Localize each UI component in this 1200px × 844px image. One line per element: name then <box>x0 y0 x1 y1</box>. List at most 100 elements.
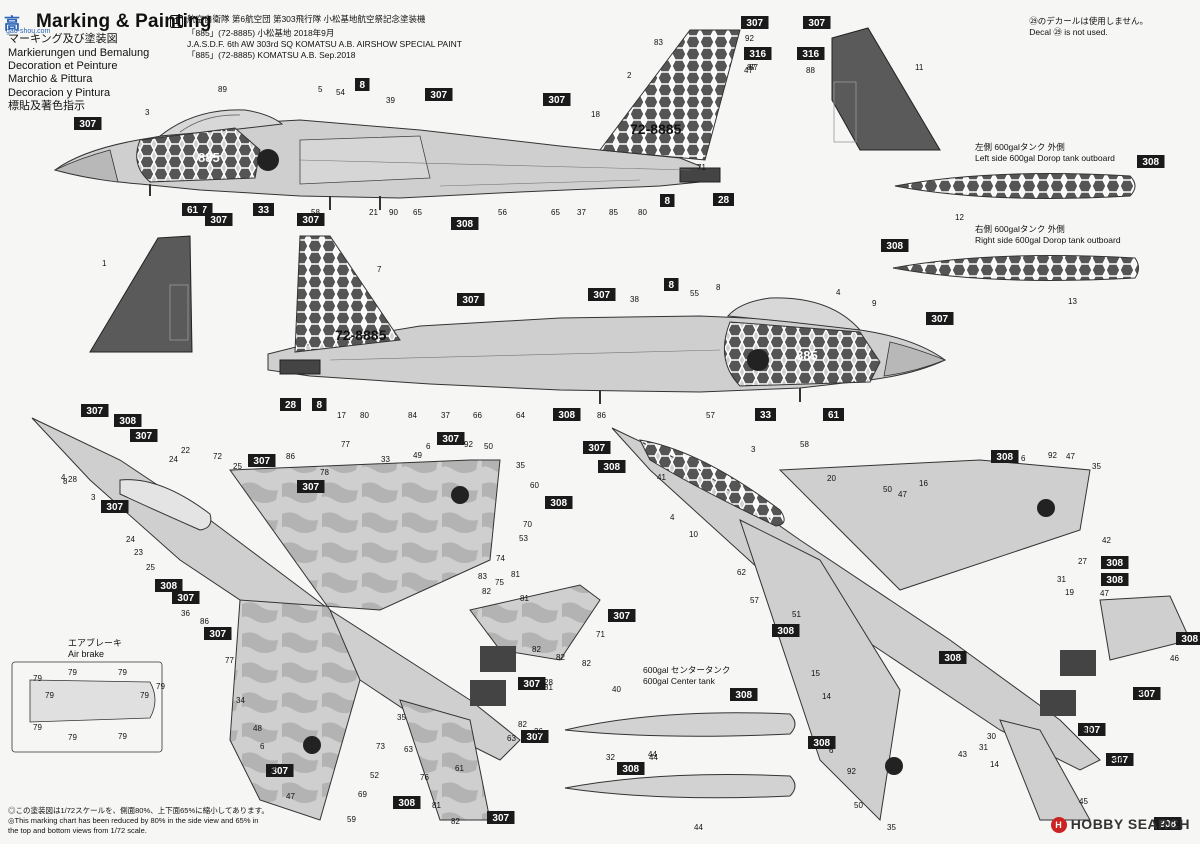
color-code-label: 307 <box>79 119 96 130</box>
color-code-box <box>543 93 571 106</box>
color-code-box <box>713 193 734 206</box>
decal-callout-number: 6 <box>260 742 265 751</box>
decal-callout-number: 5 <box>318 85 323 94</box>
decal-note-jp: ㉙のデカールは使用しません。 <box>1029 16 1148 26</box>
color-code-label: 308 <box>1142 157 1159 168</box>
decal-callout-number: 35 <box>397 713 406 722</box>
decal-callout-number: 57 <box>706 411 715 420</box>
color-code-label: 308 <box>886 241 903 252</box>
color-code-box <box>457 293 485 306</box>
decal-callout-number: 4 <box>670 513 675 522</box>
decal-callout-number: 79 <box>45 691 54 700</box>
decal-callout-number: 36 <box>181 609 190 618</box>
color-code-label: 307 <box>462 295 479 306</box>
drop-tank-left <box>894 173 1136 199</box>
center-tank-label-jp: 600gal センタータンク <box>643 665 731 675</box>
color-code-box <box>297 480 325 493</box>
color-code-box <box>204 627 232 640</box>
color-code-label: 307 <box>210 215 227 226</box>
decal-callout-number: 28 <box>544 678 553 687</box>
page-title: Marking & Painting <box>36 11 212 32</box>
decal-callout-number: 21 <box>369 208 378 217</box>
decal-callout-number: 51 <box>792 610 801 619</box>
color-code-label: 307 <box>430 90 447 101</box>
decal-callout-number: 56 <box>498 208 507 217</box>
color-code-box <box>881 239 909 252</box>
decal-callout-number: 47 <box>744 66 753 75</box>
color-code-box <box>660 194 675 207</box>
decal-callout-number: 8 <box>716 283 721 292</box>
decal-callout-number: 28 <box>68 475 77 484</box>
color-code-label: 8 <box>359 80 365 91</box>
decal-callout-number: 54 <box>336 88 345 97</box>
decal-callout-number: 90 <box>389 208 398 217</box>
decal-callout-number: 6 <box>1021 454 1026 463</box>
color-code-box <box>1176 632 1200 645</box>
color-code-box <box>487 811 515 824</box>
footnote: ◎この塗装図は1/72スケールを、側面80%、上下面65%に縮小してあります。 … <box>8 806 269 835</box>
watermark-url: gao-shou.com <box>6 28 51 35</box>
decal-callout-number: 47 <box>1100 589 1109 598</box>
color-code-box <box>1078 723 1106 736</box>
color-code-box <box>939 651 967 664</box>
airbrake-label-jp: エアブレーキ <box>68 638 123 648</box>
decal-callout-number: 71 <box>596 630 605 639</box>
title-cn: 標貼及著色指示 <box>8 100 85 113</box>
color-code-label: 307 <box>135 431 152 442</box>
color-code-label: 307 <box>808 18 825 29</box>
color-code-label: 308 <box>944 653 961 664</box>
footnote-jp: ◎この塗装図は1/72スケールを、側面80%、上下面65%に縮小してあります。 <box>8 806 269 815</box>
decal-callout-number: 4 <box>61 473 66 482</box>
color-code-box <box>312 398 327 411</box>
color-code-label: 308 <box>777 626 794 637</box>
decal-callout-number: 45 <box>1079 797 1088 806</box>
color-code-box <box>823 408 844 421</box>
decal-callout-number: 85 <box>609 208 618 217</box>
decal-callout-number: 92 <box>847 767 856 776</box>
color-code-label: 8 <box>668 280 674 291</box>
decal-callout-number: 22 <box>181 446 190 455</box>
color-code-box <box>755 408 776 421</box>
color-code-box <box>182 203 203 216</box>
color-code-box <box>393 796 421 809</box>
decal-callout-number: 41 <box>657 473 666 482</box>
color-code-box <box>355 78 370 91</box>
decal-callout-number: 81 <box>511 570 520 579</box>
decal-callout-number: 49 <box>413 451 422 460</box>
color-code-label: 33 <box>760 410 772 421</box>
color-code-label: 307 <box>209 629 226 640</box>
color-code-box <box>772 624 800 637</box>
decal-callout-number: 14 <box>822 692 831 701</box>
decal-callout-number: 37 <box>441 411 450 420</box>
color-code-label: 308 <box>558 410 575 421</box>
color-code-label: 307 <box>1083 725 1100 736</box>
color-code-label: 307 <box>442 434 459 445</box>
title-de: Markierungen und Bemalung <box>8 46 150 59</box>
side-view-lower <box>267 235 947 404</box>
decal-callout-number: 27 <box>1078 557 1087 566</box>
color-code-label: 308 <box>398 798 415 809</box>
color-code-box <box>81 404 109 417</box>
decal-callout-number: 47 <box>1066 452 1075 461</box>
decal-callout-number: 69 <box>358 790 367 799</box>
decal-callout-number: 55 <box>690 289 699 298</box>
decal-callout-number: 87 <box>749 63 758 72</box>
decal-callout-number: 35 <box>516 461 525 470</box>
decal-callout-number: 79 <box>118 668 127 677</box>
color-code-box <box>248 454 276 467</box>
fin-left-lower <box>89 235 193 353</box>
decal-callout-number: 2 <box>627 71 632 80</box>
center-tank-label: 600gal センタータンク 600gal Center tank <box>643 665 730 686</box>
decal-callout-number: 52 <box>370 771 379 780</box>
decal-callout-number: 73 <box>376 742 385 751</box>
top-view <box>31 417 601 821</box>
decal-callout-number: 87 <box>747 63 756 72</box>
decal-callout-number: 63 <box>507 734 516 743</box>
color-code-box <box>280 398 301 411</box>
drop-tank-right <box>892 255 1139 281</box>
color-code-label: 307 <box>302 215 319 226</box>
decal-callout-number: 6 <box>829 746 834 755</box>
right-tank-label-en: Right side 600gal Dorop tank outboard <box>975 234 1121 245</box>
